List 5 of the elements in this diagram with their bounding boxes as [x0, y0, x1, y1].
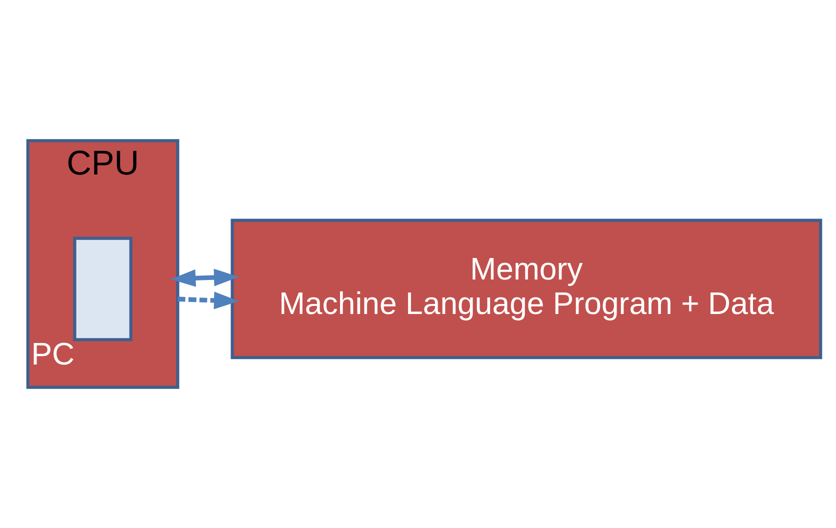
- arrow: [178, 292, 240, 310]
- node-box: Memory Machine Language Program + Data: [230, 218, 822, 360]
- arrow: [170, 268, 240, 287]
- node-label: PC: [31, 336, 75, 372]
- node-box: [73, 236, 132, 342]
